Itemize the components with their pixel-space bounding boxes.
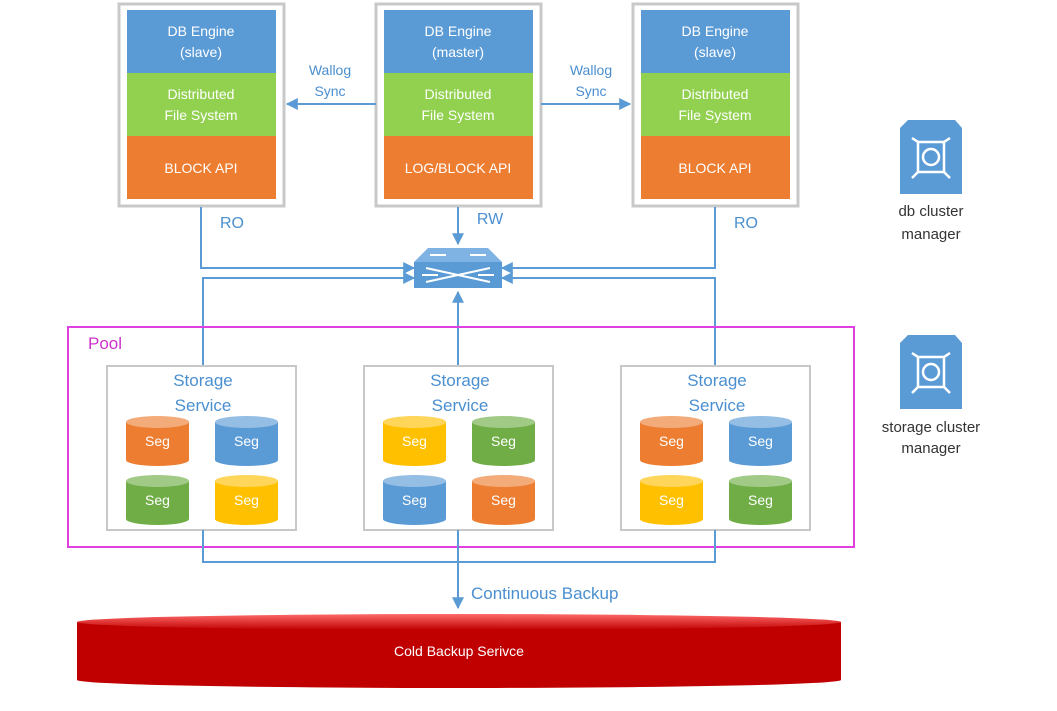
segment-cylinder: Seg — [215, 475, 278, 525]
dfs-label: Distributed — [425, 86, 492, 102]
segment-cylinder: Seg — [472, 416, 535, 466]
segment-cylinder: Seg — [640, 416, 703, 466]
storage-service-label: Storage — [173, 371, 233, 390]
dfs-label-2: File System — [678, 107, 751, 123]
segment-label: Seg — [234, 492, 259, 508]
db-engine-role: (master) — [432, 44, 484, 60]
db-engine-node-slave-right: DB Engine (slave) Distributed File Syste… — [631, 2, 800, 208]
segment-label: Seg — [659, 492, 684, 508]
api-label: LOG/BLOCK API — [405, 160, 512, 176]
pool-label: Pool — [88, 334, 122, 353]
segment-cylinder: Seg — [126, 416, 189, 466]
dfs-block — [641, 73, 790, 136]
ro-label-left: RO — [220, 215, 244, 232]
storage-cluster-manager-label: storage cluster — [882, 419, 980, 436]
cluster-manager-icon — [900, 120, 962, 194]
segment-cylinder: Seg — [729, 416, 792, 466]
storage-link-right — [500, 272, 716, 366]
storage-service-node-left: Storage Service Seg Seg Seg Seg — [106, 365, 297, 531]
db-engine-role: (slave) — [694, 44, 736, 60]
segment-label: Seg — [145, 492, 170, 508]
db-engine-node-master: DB Engine (master) Distributed File Syst… — [374, 2, 543, 208]
segment-label: Seg — [748, 433, 773, 449]
storage-cluster-manager: storage cluster manager — [882, 335, 980, 457]
dfs-label-2: File System — [164, 107, 237, 123]
db-cluster-manager-label: db cluster — [898, 203, 963, 220]
wallog-sync-label-right: Wallog — [570, 62, 612, 78]
dfs-block — [384, 73, 533, 136]
storage-service-label-2: Service — [689, 396, 746, 415]
segment-cylinder: Seg — [215, 416, 278, 466]
storage-service-node-center: Storage Service Seg Seg Seg Seg — [363, 365, 554, 531]
segment-label: Seg — [145, 433, 170, 449]
dfs-label: Distributed — [168, 86, 235, 102]
segment-label: Seg — [659, 433, 684, 449]
api-block — [127, 136, 276, 199]
dfs-label: Distributed — [682, 86, 749, 102]
segment-cylinder: Seg — [383, 475, 446, 525]
segment-cylinder: Seg — [472, 475, 535, 525]
pool-boundary — [67, 326, 855, 548]
cluster-manager-icon — [900, 335, 962, 409]
db-engine-role: (slave) — [180, 44, 222, 60]
db-engine-block — [384, 10, 533, 73]
ro-link-right — [500, 207, 716, 274]
storage-cluster-manager-label-2: manager — [901, 440, 960, 457]
cold-backup-label: Cold Backup Serivce — [394, 643, 524, 659]
db-cluster-manager: db cluster manager — [898, 120, 964, 243]
db-cluster-manager-label-2: manager — [901, 226, 960, 243]
segment-label: Seg — [748, 492, 773, 508]
network-switch-icon — [414, 248, 502, 288]
segment-label: Seg — [234, 433, 259, 449]
api-block — [384, 136, 533, 199]
storage-service-label: Storage — [430, 371, 490, 390]
continuous-backup-label: Continuous Backup — [471, 584, 618, 603]
db-engine-node-slave-left: DB Engine (slave) Distributed File Syste… — [117, 2, 286, 208]
storage-service-label-2: Service — [432, 396, 489, 415]
segment-cylinder: Seg — [126, 475, 189, 525]
segment-label: Seg — [402, 492, 427, 508]
segment-label: Seg — [402, 433, 427, 449]
wallog-sync-label-right-2: Sync — [575, 83, 606, 99]
api-label: BLOCK API — [164, 160, 237, 176]
api-block — [641, 136, 790, 199]
wallog-sync-label-left: Wallog — [309, 62, 351, 78]
db-engine-block — [127, 10, 276, 73]
storage-service-label: Storage — [687, 371, 747, 390]
dfs-block — [127, 73, 276, 136]
db-engine-label: DB Engine — [168, 23, 235, 39]
cold-backup-service-disk: Cold Backup Serivce — [77, 614, 841, 688]
storage-service-node-right: Storage Service Seg Seg Seg Seg — [620, 365, 811, 531]
segment-label: Seg — [491, 492, 516, 508]
segment-label: Seg — [491, 433, 516, 449]
dfs-label-2: File System — [421, 107, 494, 123]
segment-cylinder: Seg — [383, 416, 446, 466]
segment-cylinder: Seg — [729, 475, 792, 525]
ro-link-left — [200, 207, 416, 274]
db-engine-label: DB Engine — [425, 23, 492, 39]
ro-label-right: RO — [734, 215, 758, 232]
rw-label: RW — [477, 211, 504, 228]
db-engine-block — [641, 10, 790, 73]
db-engine-label: DB Engine — [682, 23, 749, 39]
api-label: BLOCK API — [678, 160, 751, 176]
segment-cylinder: Seg — [640, 475, 703, 525]
storage-service-label-2: Service — [175, 396, 232, 415]
wallog-sync-label-left-2: Sync — [314, 83, 345, 99]
storage-link-left — [202, 272, 416, 366]
